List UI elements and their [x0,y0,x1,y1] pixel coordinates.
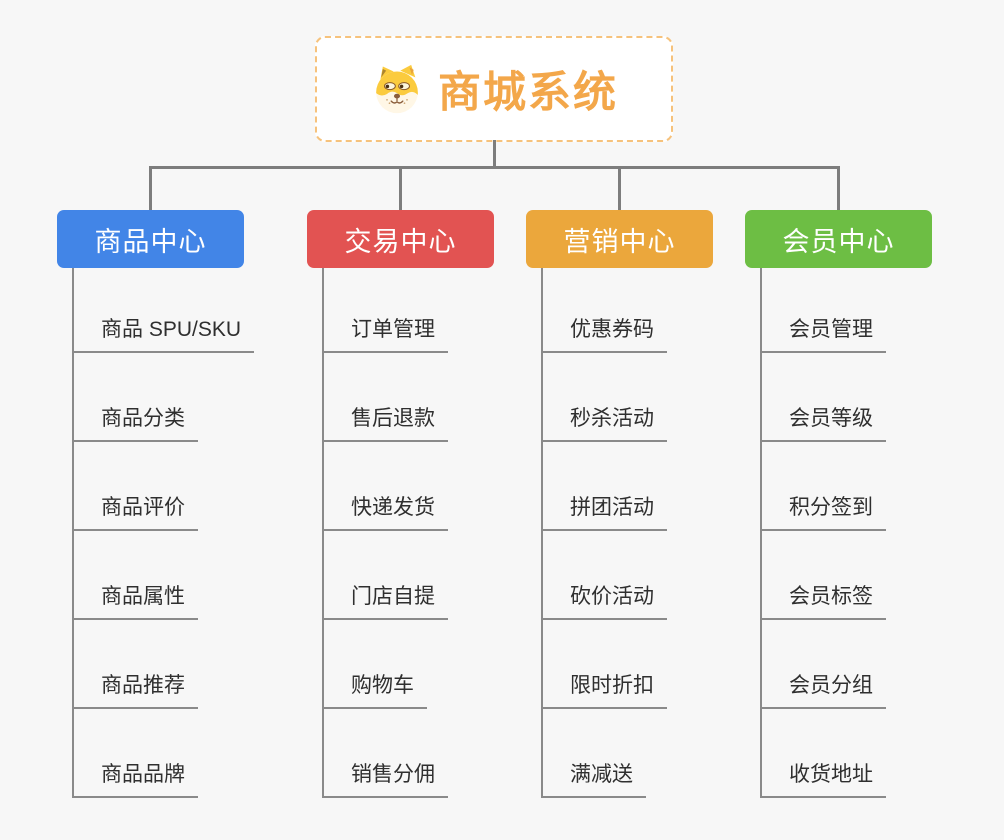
leaf-item: 秒杀活动 [543,353,713,442]
leaf-item: 商品评价 [74,442,244,531]
leaf-item: 收货地址 [762,709,932,798]
leaf-label[interactable]: 砍价活动 [543,580,667,620]
branch-marketing-items: 优惠券码 秒杀活动 拼团活动 砍价活动 限时折扣 满减送 [541,268,713,798]
leaf-label[interactable]: 商品 SPU/SKU [74,313,255,353]
doge-icon [370,64,424,114]
connector-drop [837,168,840,210]
root-node[interactable]: 商城系统 [315,36,673,142]
leaf-label[interactable]: 会员管理 [762,313,886,353]
leaf-label[interactable]: 商品推荐 [74,669,198,709]
branch-marketing-center: 营销中心 优惠券码 秒杀活动 拼团活动 砍价活动 限时折扣 满减送 [526,210,713,798]
leaf-label[interactable]: 优惠券码 [543,313,667,353]
leaf-item: 满减送 [543,709,713,798]
leaf-label[interactable]: 商品属性 [74,580,198,620]
branch-trade-center: 交易中心 订单管理 售后退款 快递发货 门店自提 购物车 销售分佣 [307,210,494,798]
leaf-item: 拼团活动 [543,442,713,531]
connector-drop [399,168,402,210]
leaf-label[interactable]: 商品分类 [74,402,198,442]
leaf-item: 会员等级 [762,353,932,442]
connector-root-trunk [493,140,496,167]
leaf-item: 售后退款 [324,353,494,442]
leaf-item: 商品品牌 [74,709,244,798]
leaf-label[interactable]: 秒杀活动 [543,402,667,442]
branch-header-trade-center[interactable]: 交易中心 [307,210,494,268]
leaf-label[interactable]: 商品品牌 [74,758,198,798]
leaf-item: 优惠券码 [543,268,713,353]
branch-header-product-center[interactable]: 商品中心 [57,210,244,268]
connector-drop [618,168,621,210]
branch-member-center: 会员中心 会员管理 会员等级 积分签到 会员标签 会员分组 收货地址 [745,210,932,798]
leaf-label[interactable]: 销售分佣 [324,758,448,798]
leaf-item: 商品推荐 [74,620,244,709]
leaf-label[interactable]: 会员等级 [762,402,886,442]
branch-product-center: 商品中心 商品 SPU/SKU 商品分类 商品评价 商品属性 商品推荐 商品品牌 [57,210,255,798]
leaf-label[interactable]: 会员标签 [762,580,886,620]
branch-trade-items: 订单管理 售后退款 快递发货 门店自提 购物车 销售分佣 [322,268,494,798]
branch-header-marketing-center[interactable]: 营销中心 [526,210,713,268]
branch-header-member-center[interactable]: 会员中心 [745,210,932,268]
leaf-label[interactable]: 收货地址 [762,758,886,798]
leaf-item: 会员分组 [762,620,932,709]
leaf-item: 商品属性 [74,531,244,620]
leaf-item: 订单管理 [324,268,494,353]
leaf-label[interactable]: 订单管理 [324,313,448,353]
leaf-item: 会员管理 [762,268,932,353]
leaf-label[interactable]: 门店自提 [324,580,448,620]
connector-drop [149,168,152,210]
leaf-item: 商品 SPU/SKU [74,268,255,353]
root-title: 商城系统 [438,69,618,117]
leaf-label[interactable]: 积分签到 [762,491,886,531]
leaf-item: 积分签到 [762,442,932,531]
leaf-label[interactable]: 满减送 [543,758,646,798]
branch-member-items: 会员管理 会员等级 积分签到 会员标签 会员分组 收货地址 [760,268,932,798]
leaf-label[interactable]: 快递发货 [324,491,448,531]
branch-product-items: 商品 SPU/SKU 商品分类 商品评价 商品属性 商品推荐 商品品牌 [72,268,255,798]
leaf-item: 商品分类 [74,353,244,442]
leaf-label[interactable]: 售后退款 [324,402,448,442]
connector-horizontal-bar [149,166,840,169]
leaf-item: 销售分佣 [324,709,494,798]
leaf-label[interactable]: 商品评价 [74,491,198,531]
leaf-item: 购物车 [324,620,494,709]
leaf-label[interactable]: 限时折扣 [543,669,667,709]
leaf-item: 门店自提 [324,531,494,620]
leaf-label[interactable]: 购物车 [324,669,427,709]
leaf-item: 快递发货 [324,442,494,531]
leaf-label[interactable]: 拼团活动 [543,491,667,531]
leaf-item: 限时折扣 [543,620,713,709]
leaf-item: 砍价活动 [543,531,713,620]
leaf-item: 会员标签 [762,531,932,620]
leaf-label[interactable]: 会员分组 [762,669,886,709]
